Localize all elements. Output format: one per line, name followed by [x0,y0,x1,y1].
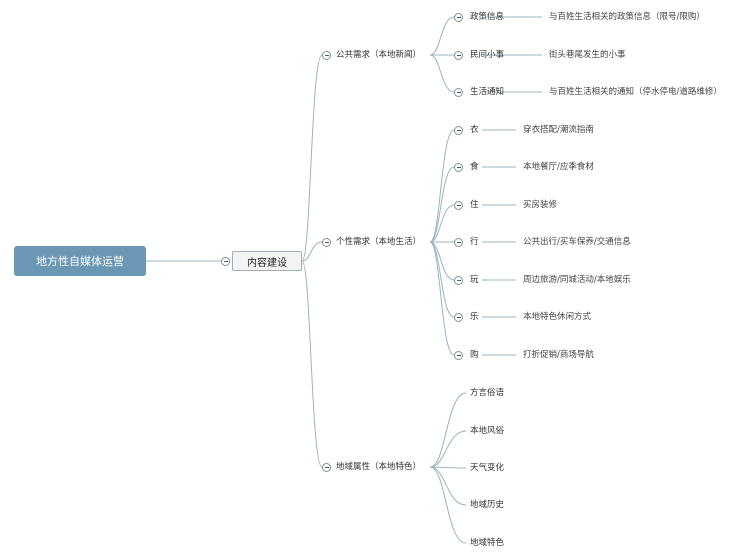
connector-group-topic [429,241,455,356]
collapse-toggle-icon[interactable] [454,313,463,322]
topic-description: 本地特色休闲方式 [523,312,592,322]
topic-description: 穿衣搭配/潮流指南 [523,125,594,135]
connector-group-topic [429,54,455,93]
collapse-toggle-icon[interactable] [454,126,463,135]
connector-group-topic [429,241,455,318]
group-label-local-life: 个性需求（本地生活） [336,237,422,247]
connector-hub-group [301,241,323,262]
topic-label: 乐 [470,312,479,322]
collapse-toggle-icon[interactable] [454,201,463,210]
topic-label: 购 [470,350,479,360]
topic-label: 本地风俗 [470,426,505,436]
root-topic[interactable]: 地方性自媒体运营 [14,246,146,276]
topic-label: 玩 [470,275,479,285]
topic-label: 民间小事 [470,50,505,60]
hub-topic-label: 内容建设 [247,257,287,269]
topic-label: 住 [470,200,479,210]
collapse-toggle-icon[interactable] [322,238,331,247]
connector-hub-group [301,260,323,468]
connector-group-topic [429,430,467,468]
topic-description: 公共出行/买车保养/交通信息 [523,237,631,247]
topic-label: 政策信息 [470,12,505,22]
topic-description: 本地餐厅/应季食材 [523,162,594,172]
topic-label: 行 [470,237,479,247]
collapse-toggle-icon[interactable] [454,13,463,22]
collapse-toggle-icon[interactable] [454,238,463,247]
topic-description: 打折促销/商场导航 [523,350,594,360]
topic-description: 与百姓生活相关的通知（停水停电/道路维修） [549,87,722,97]
connector-group-topic [429,129,455,243]
topic-description: 买房装修 [523,200,558,210]
topic-label: 地域特色 [470,538,505,548]
topic-label: 天气变化 [470,463,505,473]
collapse-toggle-icon[interactable] [221,257,230,266]
collapse-toggle-icon[interactable] [454,163,463,172]
topic-label: 地域历史 [470,500,505,510]
connector-group-topic [429,16,455,56]
connector-group-topic [429,392,467,468]
group-label-public-news: 公共需求（本地新闻） [336,50,422,60]
topic-label: 方言俗语 [470,388,505,398]
topic-label: 生活通知 [470,87,505,97]
collapse-toggle-icon[interactable] [454,88,463,97]
connector-group-topic [429,466,467,469]
topic-description: 周边旅游/同城活动/本地娱乐 [523,275,631,285]
group-label-local-features: 地域属性（本地特色） [336,462,422,472]
connector-group-topic [429,204,455,243]
root-topic-label: 地方性自媒体运营 [36,255,124,268]
collapse-toggle-icon[interactable] [454,51,463,60]
connector-group-topic [429,466,467,544]
connector-group-topic [429,166,455,243]
collapse-toggle-icon[interactable] [454,351,463,360]
topic-label: 食 [470,162,479,172]
hub-topic[interactable]: 内容建设 [232,251,302,271]
topic-description: 与百姓生活相关的政策信息（限号/限购） [549,12,705,22]
collapse-toggle-icon[interactable] [322,463,331,472]
topic-label: 衣 [470,125,479,135]
collapse-toggle-icon[interactable] [454,276,463,285]
collapse-toggle-icon[interactable] [322,51,331,60]
connector-hub-group [301,54,323,262]
connector-group-topic [429,466,467,506]
topic-description: 街头巷尾发生的小事 [549,50,626,60]
